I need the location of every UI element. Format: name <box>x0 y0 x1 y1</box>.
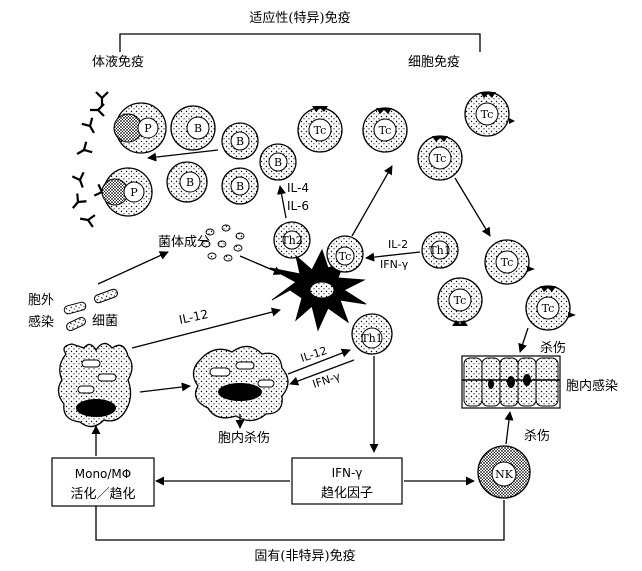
antibody-icon <box>72 193 87 209</box>
bacteria-rods <box>63 288 119 332</box>
arrow-tc-down-right <box>454 177 491 237</box>
bacterial-components-label: 菌体成分 <box>158 235 210 250</box>
svg-text:B: B <box>236 135 244 148</box>
extracellular-label-line2: 感染 <box>28 314 54 330</box>
arrow-activated-il12 <box>287 348 351 375</box>
arrow-bacteria-to-components <box>97 251 169 285</box>
bacterial-particles <box>201 224 245 262</box>
bacteria-label: 细菌 <box>92 314 118 329</box>
il12-label-left: IL-12 <box>178 307 210 327</box>
tc-cell: Tc <box>297 106 343 153</box>
svg-text:P: P <box>144 122 152 135</box>
arrow-macrophage-il12 <box>131 307 281 349</box>
svg-text:Th1: Th1 <box>361 332 382 345</box>
intracellular-kill-label: 胞内杀伤 <box>218 430 270 446</box>
innate-immunity-title: 固有(非特异)免疫 <box>254 548 355 564</box>
tc-cell-bound: Tc <box>326 235 364 273</box>
tc-cell: Tc <box>484 239 535 285</box>
b-cell: B <box>221 167 259 205</box>
ifn-gamma-label-mid: IFN-γ <box>311 370 342 391</box>
innate-bracket <box>95 500 505 541</box>
th2-cell: Th2 <box>273 221 311 259</box>
b-cell: B <box>166 161 208 203</box>
arrow-tc-to-epithelium <box>518 327 529 353</box>
arrow-th2-to-b <box>277 185 287 219</box>
svg-text:B: B <box>274 156 282 169</box>
b-cell: B <box>259 143 297 181</box>
arrow-macrophage-to-activated <box>139 382 191 393</box>
mono-activation-box: Mono/MΦ 活化／趋化 <box>51 457 155 507</box>
ifn-box-line2: 趋化因子 <box>321 486 373 501</box>
cellular-immunity-label: 细胞免疫 <box>408 54 460 70</box>
svg-text:Th1: Th1 <box>429 244 450 257</box>
svg-text:Tc: Tc <box>339 250 352 263</box>
svg-text:Tc: Tc <box>501 256 514 269</box>
arrow-th1-to-tc <box>365 251 421 262</box>
antibody-icon <box>71 171 85 188</box>
arrow-tc-up <box>351 165 393 237</box>
svg-text:Tc: Tc <box>454 294 467 307</box>
dendritic-cell <box>269 248 367 332</box>
antibody-icon <box>76 141 93 155</box>
arrow-components-to-dendritic <box>239 255 283 275</box>
il4-label: IL-4 <box>287 181 309 195</box>
antibody-icon <box>81 117 95 134</box>
svg-text:B: B <box>186 176 194 189</box>
svg-text:B: B <box>194 122 202 135</box>
macrophage-left <box>57 342 133 428</box>
il2-label: IL-2 <box>388 238 408 251</box>
th1-cell-bound: Th1 <box>351 313 393 355</box>
svg-text:Tc: Tc <box>481 108 494 121</box>
antibodies <box>71 91 110 228</box>
tc-cell: Tc <box>417 135 463 181</box>
extracellular-label-line1: 胞外 <box>28 293 54 308</box>
arrow-th1-ifng <box>289 359 355 386</box>
macrophage-activated <box>192 345 289 422</box>
kill-label-bottom: 杀伤 <box>524 429 550 444</box>
plasma-cell-top: P <box>113 102 167 154</box>
humoral-immunity-label: 体液免疫 <box>92 54 144 70</box>
b-cell: B <box>170 105 216 151</box>
nk-cell: NK <box>477 445 531 499</box>
infected-epithelium <box>461 355 561 409</box>
th1-cell: Th1 <box>421 231 459 269</box>
tc-cell: Tc <box>362 107 408 153</box>
intracellular-infection-label: 胞内感染 <box>566 378 618 394</box>
arrow-b-to-p <box>147 149 219 162</box>
adaptive-bracket <box>119 33 481 52</box>
arrow-nk-to-epithelium <box>504 411 514 445</box>
svg-text:Tc: Tc <box>434 152 447 165</box>
svg-text:P: P <box>130 186 138 199</box>
il6-label: IL-6 <box>287 199 309 213</box>
adaptive-immunity-title: 适应性(特异)免疫 <box>249 10 350 26</box>
mono-box-line2: 活化／趋化 <box>70 487 135 502</box>
tc-cell: Tc <box>525 285 576 331</box>
plasma-cell-bottom: P <box>101 167 153 217</box>
b-cell: B <box>221 122 259 160</box>
svg-text:Th2: Th2 <box>281 234 302 247</box>
ifn-box-line1: IFN-γ <box>332 466 363 480</box>
svg-text:NK: NK <box>495 468 514 481</box>
ifn-gamma-label-top: IFN-γ <box>380 258 409 271</box>
antibody-icon <box>90 103 105 117</box>
svg-text:B: B <box>236 180 244 193</box>
tc-cell: Tc <box>464 91 515 137</box>
svg-text:Tc: Tc <box>542 302 555 315</box>
kill-label-top: 杀伤 <box>540 341 566 356</box>
mono-box-line1: Mono/MΦ <box>75 467 131 481</box>
antibody-icon <box>95 91 109 106</box>
il12-label-right: IL-12 <box>299 344 329 365</box>
tc-cell: Tc <box>437 277 483 326</box>
antibody-icon <box>79 214 96 228</box>
svg-text:Tc: Tc <box>379 124 392 137</box>
svg-text:Tc: Tc <box>314 124 327 137</box>
ifn-chemokine-box: IFN-γ 趋化因子 <box>291 457 403 505</box>
